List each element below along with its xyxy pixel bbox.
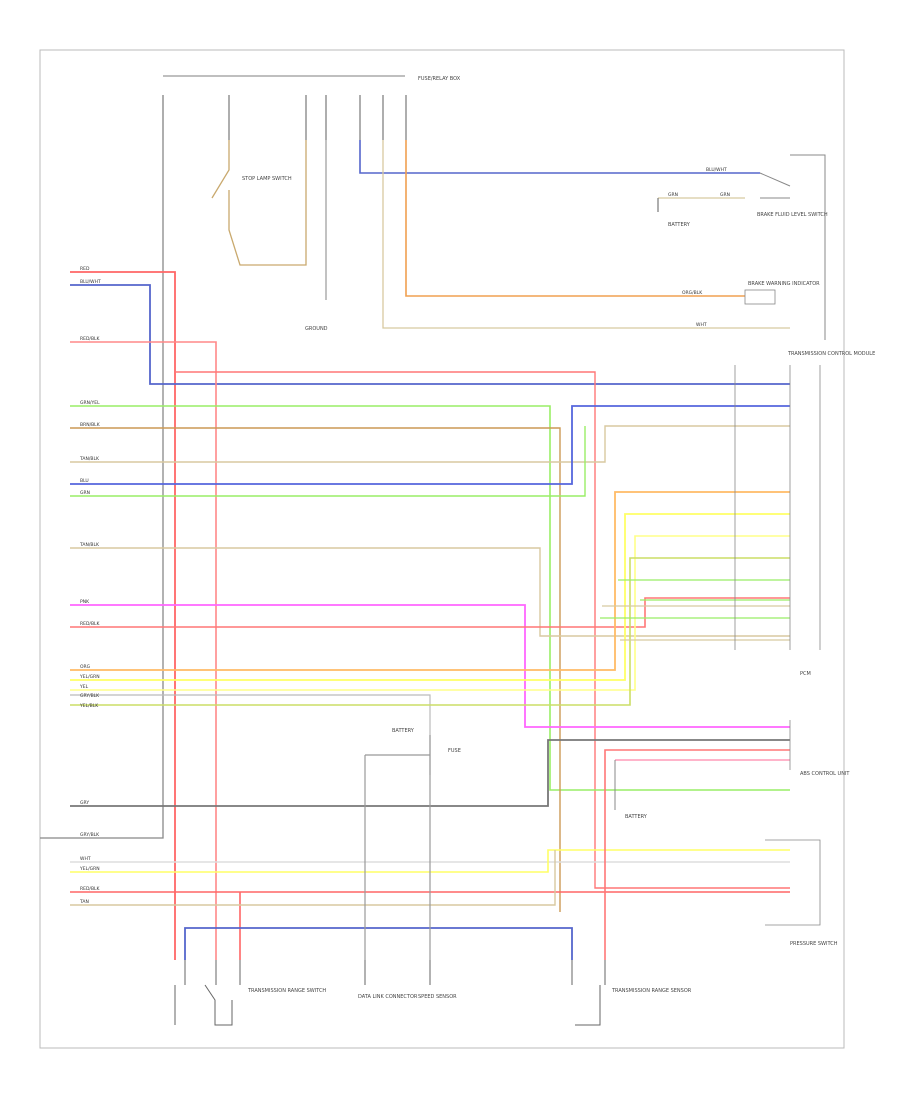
brake-warn-label: BRAKE WARNING INDICATOR	[748, 281, 820, 287]
bottom-mid1-label: DATA LINK CONNECTOR	[358, 994, 418, 1000]
wire-blue-bottom	[184, 927, 573, 960]
svg-text:TAN/BLK: TAN/BLK	[79, 456, 100, 462]
wire-orange-1	[70, 491, 790, 671]
wire-grn-2	[70, 426, 586, 497]
wire-label-grn-top2: GRN	[720, 192, 730, 198]
wire-brn-1	[70, 427, 561, 912]
svg-text:ORG: ORG	[80, 664, 91, 670]
pressure-label: PRESSURE SWITCH	[790, 941, 838, 947]
svg-text:TAN/BLK: TAN/BLK	[79, 542, 100, 548]
wire-grn-right	[600, 579, 790, 619]
wire-tan-stoplamp	[211, 140, 307, 266]
wire-label-org: ORG/BLK	[682, 290, 703, 296]
wire-tan-3	[70, 850, 556, 906]
wire-label-wht: WHT	[696, 322, 707, 328]
tcm-connector	[734, 365, 821, 650]
bottom-connectors	[174, 960, 606, 1026]
brake-switch-label: BRAKE FLUID LEVEL SWITCH	[757, 212, 828, 218]
wire-blue-2	[70, 405, 790, 485]
pressure-switch-box	[765, 839, 821, 926]
svg-text:GRY/BLK: GRY/BLK	[80, 693, 100, 699]
wire-red-3	[175, 371, 790, 889]
fuse-battery-label: BATTERY	[392, 728, 415, 734]
wire-tan-1	[70, 425, 790, 463]
tcm-label: TRANSMISSION CONTROL MODULE	[787, 351, 875, 357]
svg-text:YEL/GRN: YEL/GRN	[79, 866, 100, 872]
wire-label-grn-top: GRN	[668, 192, 678, 198]
svg-text:GRY: GRY	[80, 800, 89, 806]
svg-text:RED/BLK: RED/BLK	[80, 336, 101, 342]
top-connectors	[162, 95, 407, 140]
svg-text:GRN: GRN	[80, 490, 90, 496]
svg-text:WHT: WHT	[80, 856, 91, 862]
svg-text:GRY/BLK: GRY/BLK	[80, 832, 100, 838]
wire-red-5	[70, 891, 790, 960]
wire-red-bottom	[604, 749, 790, 960]
bottom-mid2-label: SPEED SENSOR	[418, 994, 457, 1000]
svg-text:YEL/GRN: YEL/GRN	[79, 674, 100, 680]
wire-tan-right	[602, 605, 790, 641]
wire-yel-2	[70, 535, 790, 691]
svg-text:BLU: BLU	[80, 478, 89, 484]
battery-label-top: BATTERY	[668, 222, 691, 228]
wire-gray-1	[70, 694, 431, 775]
svg-text:YEL/BLK: YEL/BLK	[79, 703, 99, 709]
wire-blue-1	[70, 284, 790, 385]
brake-switch-symbol	[759, 154, 826, 340]
brake-warn-box	[744, 289, 776, 305]
svg-text:BRN/BLK: BRN/BLK	[80, 422, 101, 428]
wire-blue-top	[359, 140, 760, 174]
left-wire-set	[70, 271, 790, 960]
fuse-wires	[364, 735, 431, 960]
wire-red-2	[70, 341, 217, 960]
wire-pink-1	[70, 604, 790, 728]
pcm-label: PCM	[800, 671, 811, 677]
svg-text:TAN: TAN	[79, 899, 89, 905]
wire-label-blu-top: BLU/WHT	[706, 167, 727, 173]
abs-label: ABS CONTROL UNIT	[800, 771, 850, 777]
left-wire-labels: RED BLU/WHT RED/BLK GRN/YEL BRN/BLK TAN/…	[79, 266, 101, 905]
wire-red-4	[70, 597, 790, 628]
wire-tan-2	[70, 547, 790, 637]
top-module-label: FUSE/RELAY BOX	[418, 76, 461, 82]
stop-lamp-label: STOP LAMP SWITCH	[242, 176, 292, 182]
ground-label: GROUND	[305, 326, 328, 332]
svg-text:RED: RED	[80, 266, 90, 272]
svg-text:RED/BLK: RED/BLK	[80, 886, 101, 892]
wire-yel-3	[70, 849, 790, 873]
wire-gray-2	[70, 739, 790, 807]
bottom-left-label: TRANSMISSION RANGE SWITCH	[247, 988, 326, 994]
svg-text:RED/BLK: RED/BLK	[80, 621, 101, 627]
wire-grn-1	[70, 405, 790, 791]
svg-text:BLU/WHT: BLU/WHT	[80, 279, 101, 285]
svg-text:GRN/YEL: GRN/YEL	[80, 400, 100, 406]
wire-yel-1	[70, 513, 790, 681]
svg-text:YEL: YEL	[79, 684, 89, 690]
svg-text:PNK: PNK	[80, 599, 90, 605]
wire-gray-trunk	[40, 140, 164, 839]
diagram-frame	[39, 49, 845, 1049]
fuse-label: FUSE	[448, 748, 461, 754]
wire-orange-top	[405, 140, 745, 297]
abs-battery-label: BATTERY	[625, 814, 648, 820]
bottom-right-label: TRANSMISSION RANGE SENSOR	[611, 988, 692, 994]
wire-ygr-1	[70, 557, 790, 706]
wire-tan-top	[382, 140, 790, 329]
wire-red-1	[70, 271, 176, 960]
